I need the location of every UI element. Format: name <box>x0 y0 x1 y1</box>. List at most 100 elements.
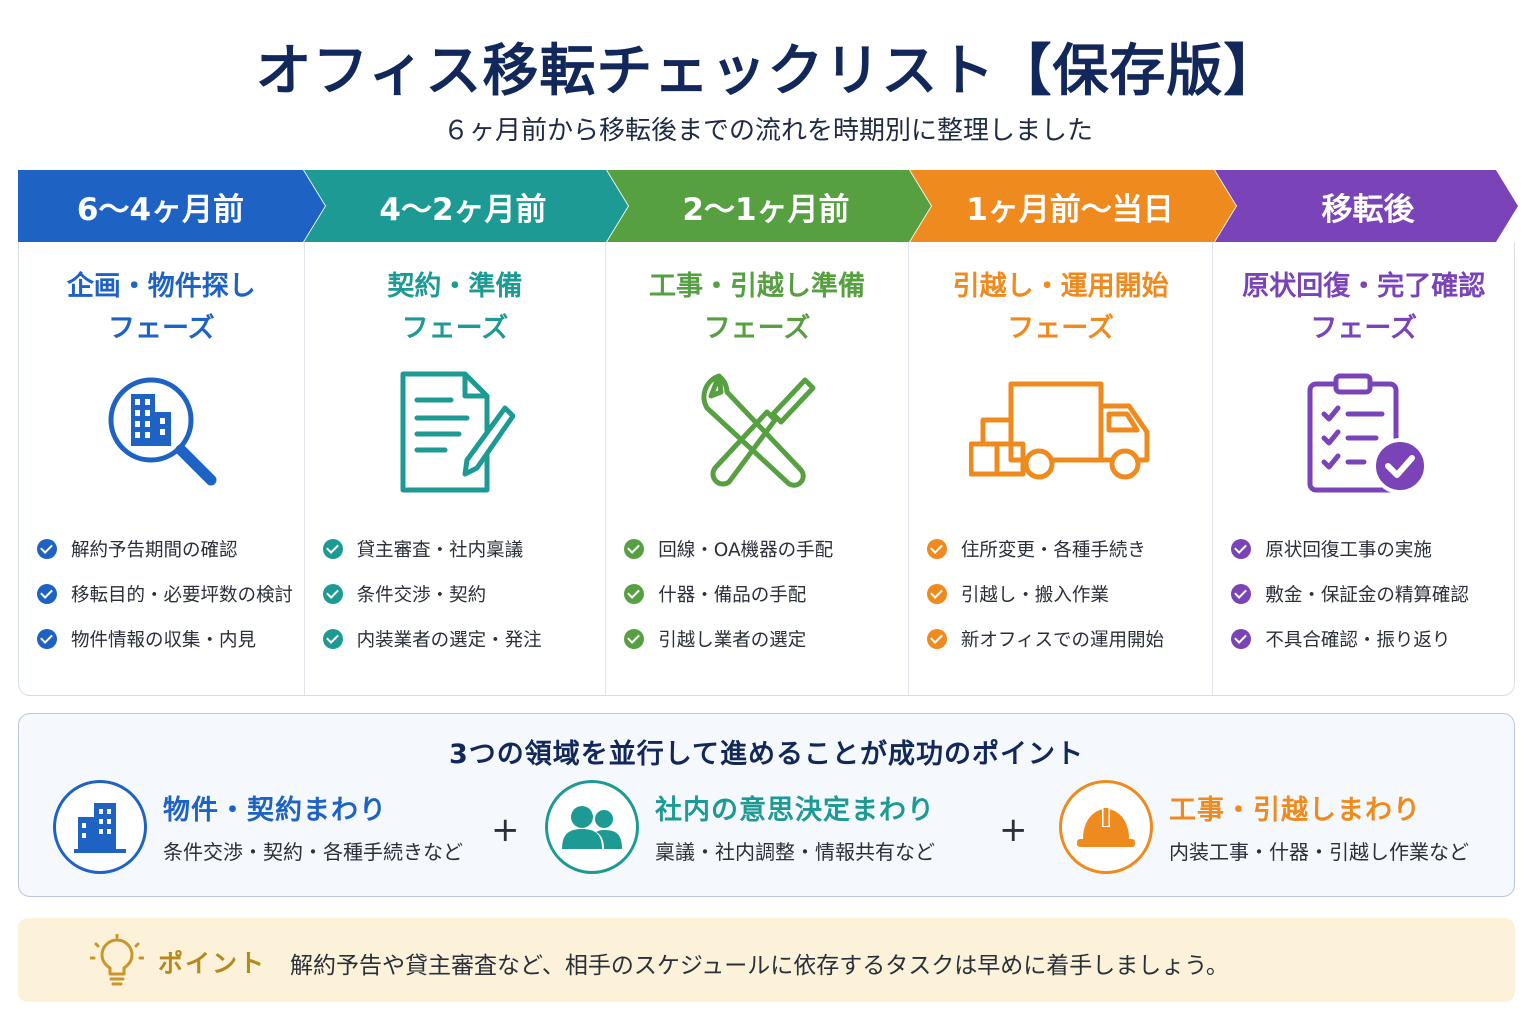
phase-arrows <box>18 170 1518 242</box>
phase-label-5: 移転後 <box>1321 191 1415 228</box>
phase-title-line1: 契約・準備 <box>387 271 523 302</box>
task-item: 回線・OA機器の手配 <box>624 526 902 571</box>
check-icon <box>37 628 57 649</box>
check-icon <box>1231 628 1252 649</box>
phase-title: 原状回復・完了確認 フェーズ <box>1213 266 1514 350</box>
task-label: 物件情報の収集・内見 <box>71 629 257 651</box>
phase-title-line2: フェーズ <box>107 313 215 344</box>
task-item: 物件情報の収集・内見 <box>37 616 298 661</box>
phase-title: 契約・準備 フェーズ <box>305 266 606 350</box>
success-points-panel: 3つの領域を並行して進めることが成功のポイント 物件・契約まわり 条件交渉・契約… <box>18 713 1515 897</box>
task-item: 什器・備品の手配 <box>624 571 902 616</box>
task-item: 引越し業者の選定 <box>624 616 902 661</box>
task-label: 什器・備品の手配 <box>658 584 807 606</box>
task-item: 条件交渉・契約 <box>322 571 600 616</box>
phase-title-line1: 企画・物件探し <box>66 271 256 302</box>
check-icon <box>624 583 645 604</box>
phase-arrow-2 <box>304 170 628 242</box>
phase-card-5: 原状回復・完了確認 フェーズ 原状回復工事の実施 敷金・保証金の精算確認 不具合… <box>1213 242 1514 695</box>
task-item: 貸主審査・社内稟議 <box>322 526 600 571</box>
tip-banner: ポイント 解約予告や貸主審査など、相手のスケジュールに依存するタスクは早めに着手… <box>18 918 1515 1002</box>
phase-title: 企画・物件探し フェーズ <box>19 266 304 350</box>
check-icon <box>1231 583 1252 604</box>
check-icon <box>322 583 343 604</box>
area-construction-moving: 工事・引越しまわり 内装工事・什器・引越し作業など <box>1059 780 1499 876</box>
phase-label-1: 6～4ヶ月前 <box>76 191 245 228</box>
task-label: 新オフィスでの運用開始 <box>960 629 1164 651</box>
task-item: 新オフィスでの運用開始 <box>926 616 1207 661</box>
phase-title-line1: 工事・引越し準備 <box>649 271 866 302</box>
phase-title-line2: フェーズ <box>1007 313 1114 344</box>
task-item: 住所変更・各種手続き <box>926 526 1207 571</box>
task-label: 不具合確認・振り返り <box>1265 629 1451 651</box>
task-label: 引越し業者の選定 <box>658 629 807 651</box>
task-label: 敷金・保証金の精算確認 <box>1265 584 1469 606</box>
task-item: 内装業者の選定・発注 <box>322 616 600 661</box>
task-item: 原状回復工事の実施 <box>1231 526 1508 571</box>
phase-title-line1: 引越し・運用開始 <box>952 271 1169 302</box>
phase-title-line2: フェーズ <box>401 313 509 344</box>
phase-title: 工事・引越し準備 フェーズ <box>606 266 908 350</box>
check-icon <box>926 538 947 559</box>
task-label: 移転目的・必要坪数の検討 <box>71 584 294 606</box>
task-list: 原状回復工事の実施 敷金・保証金の精算確認 不具合確認・振り返り <box>1231 526 1508 661</box>
task-label: 内装業者の選定・発注 <box>356 629 542 651</box>
phase-label-3: 2～1ヶ月前 <box>682 191 850 228</box>
phase-card-1: 企画・物件探し フェーズ 解約予告期間の確認 移転目的・必要坪数の検討 物件情報… <box>19 242 305 695</box>
area-title: 工事・引越しまわり <box>1169 795 1421 826</box>
phase-card-3: 工事・引越し準備 フェーズ 回線・OA機器の手配 什器・備品の手配 引越し業者の… <box>606 242 909 695</box>
check-icon <box>37 538 57 559</box>
task-list: 貸主審査・社内稟議 条件交渉・契約 内装業者の選定・発注 <box>322 526 600 661</box>
page-title: オフィス移転チェックリスト【保存版】 <box>255 39 1281 104</box>
points-heading: 3つの領域を並行して進めることが成功のポイント <box>449 739 1084 770</box>
task-item: 不具合確認・振り返り <box>1231 616 1508 661</box>
phase-arrow-5 <box>1215 170 1518 242</box>
people-icon <box>545 780 639 874</box>
task-item: 引越し・搬入作業 <box>926 571 1207 616</box>
task-list: 回線・OA機器の手配 什器・備品の手配 引越し業者の選定 <box>624 526 902 661</box>
phase-arrow-4 <box>910 170 1236 242</box>
area-description: 内装工事・什器・引越し作業など <box>1169 840 1469 864</box>
task-label: 住所変更・各種手続き <box>960 539 1146 561</box>
phase-timeline: 6～4ヶ月前 4～2ヶ月前 2～1ヶ月前 1ヶ月前～当日 移転後 <box>18 170 1518 242</box>
area-property-contract: 物件・契約まわり 条件交渉・契約・各種手続きなど <box>53 780 493 876</box>
check-icon <box>624 538 645 559</box>
task-label: 解約予告期間の確認 <box>71 539 238 561</box>
phase-title-line2: フェーズ <box>1310 313 1418 344</box>
tools-icon <box>701 373 816 488</box>
plus-sign: + <box>491 810 520 850</box>
task-label: 原状回復工事の実施 <box>1265 539 1432 561</box>
task-label: 引越し・搬入作業 <box>960 584 1109 606</box>
area-title: 物件・契約まわり <box>163 795 387 826</box>
check-icon <box>624 628 645 649</box>
tip-text: 解約予告や貸主審査など、相手のスケジュールに依存するタスクは早めに着手しましょう… <box>290 953 1229 979</box>
check-icon <box>322 628 343 649</box>
task-item: 解約予告期間の確認 <box>37 526 298 571</box>
area-title: 社内の意思決定まわり <box>655 795 935 826</box>
phase-card-4: 引越し・運用開始 フェーズ 住所変更・各種手続き 引越し・搬入作業 新オフィスで… <box>909 242 1214 695</box>
hard-hat-icon <box>1059 780 1153 874</box>
phase-label-4: 1ヶ月前～当日 <box>966 191 1174 228</box>
phase-cards: 企画・物件探し フェーズ 解約予告期間の確認 移転目的・必要坪数の検討 物件情報… <box>18 242 1515 696</box>
check-icon <box>37 583 57 604</box>
clipboard-check-icon <box>1307 373 1428 494</box>
phase-title-line2: フェーズ <box>703 313 811 344</box>
phase-title: 引越し・運用開始 フェーズ <box>909 266 1213 350</box>
moving-truck-icon <box>968 381 1150 480</box>
contract-pen-icon <box>400 371 515 493</box>
tip-label: ポイント <box>158 949 267 978</box>
check-icon <box>926 583 947 604</box>
plus-sign: + <box>999 810 1028 850</box>
task-item: 移転目的・必要坪数の検討 <box>37 571 298 616</box>
task-label: 条件交渉・契約 <box>356 584 487 606</box>
task-label: 貸主審査・社内稟議 <box>356 539 524 561</box>
area-description: 稟議・社内調整・情報共有など <box>655 840 935 864</box>
lightbulb-icon <box>90 934 144 986</box>
task-list: 解約予告期間の確認 移転目的・必要坪数の検討 物件情報の収集・内見 <box>37 526 298 661</box>
task-item: 敷金・保証金の精算確認 <box>1231 571 1508 616</box>
phase-card-2: 契約・準備 フェーズ 貸主審査・社内稟議 条件交渉・契約 内装業者の選定・発注 <box>305 242 607 695</box>
task-list: 住所変更・各種手続き 引越し・搬入作業 新オフィスでの運用開始 <box>926 526 1207 661</box>
area-description: 条件交渉・契約・各種手続きなど <box>163 840 463 864</box>
phase-title-line1: 原状回復・完了確認 <box>1242 271 1486 302</box>
check-icon <box>322 538 343 559</box>
